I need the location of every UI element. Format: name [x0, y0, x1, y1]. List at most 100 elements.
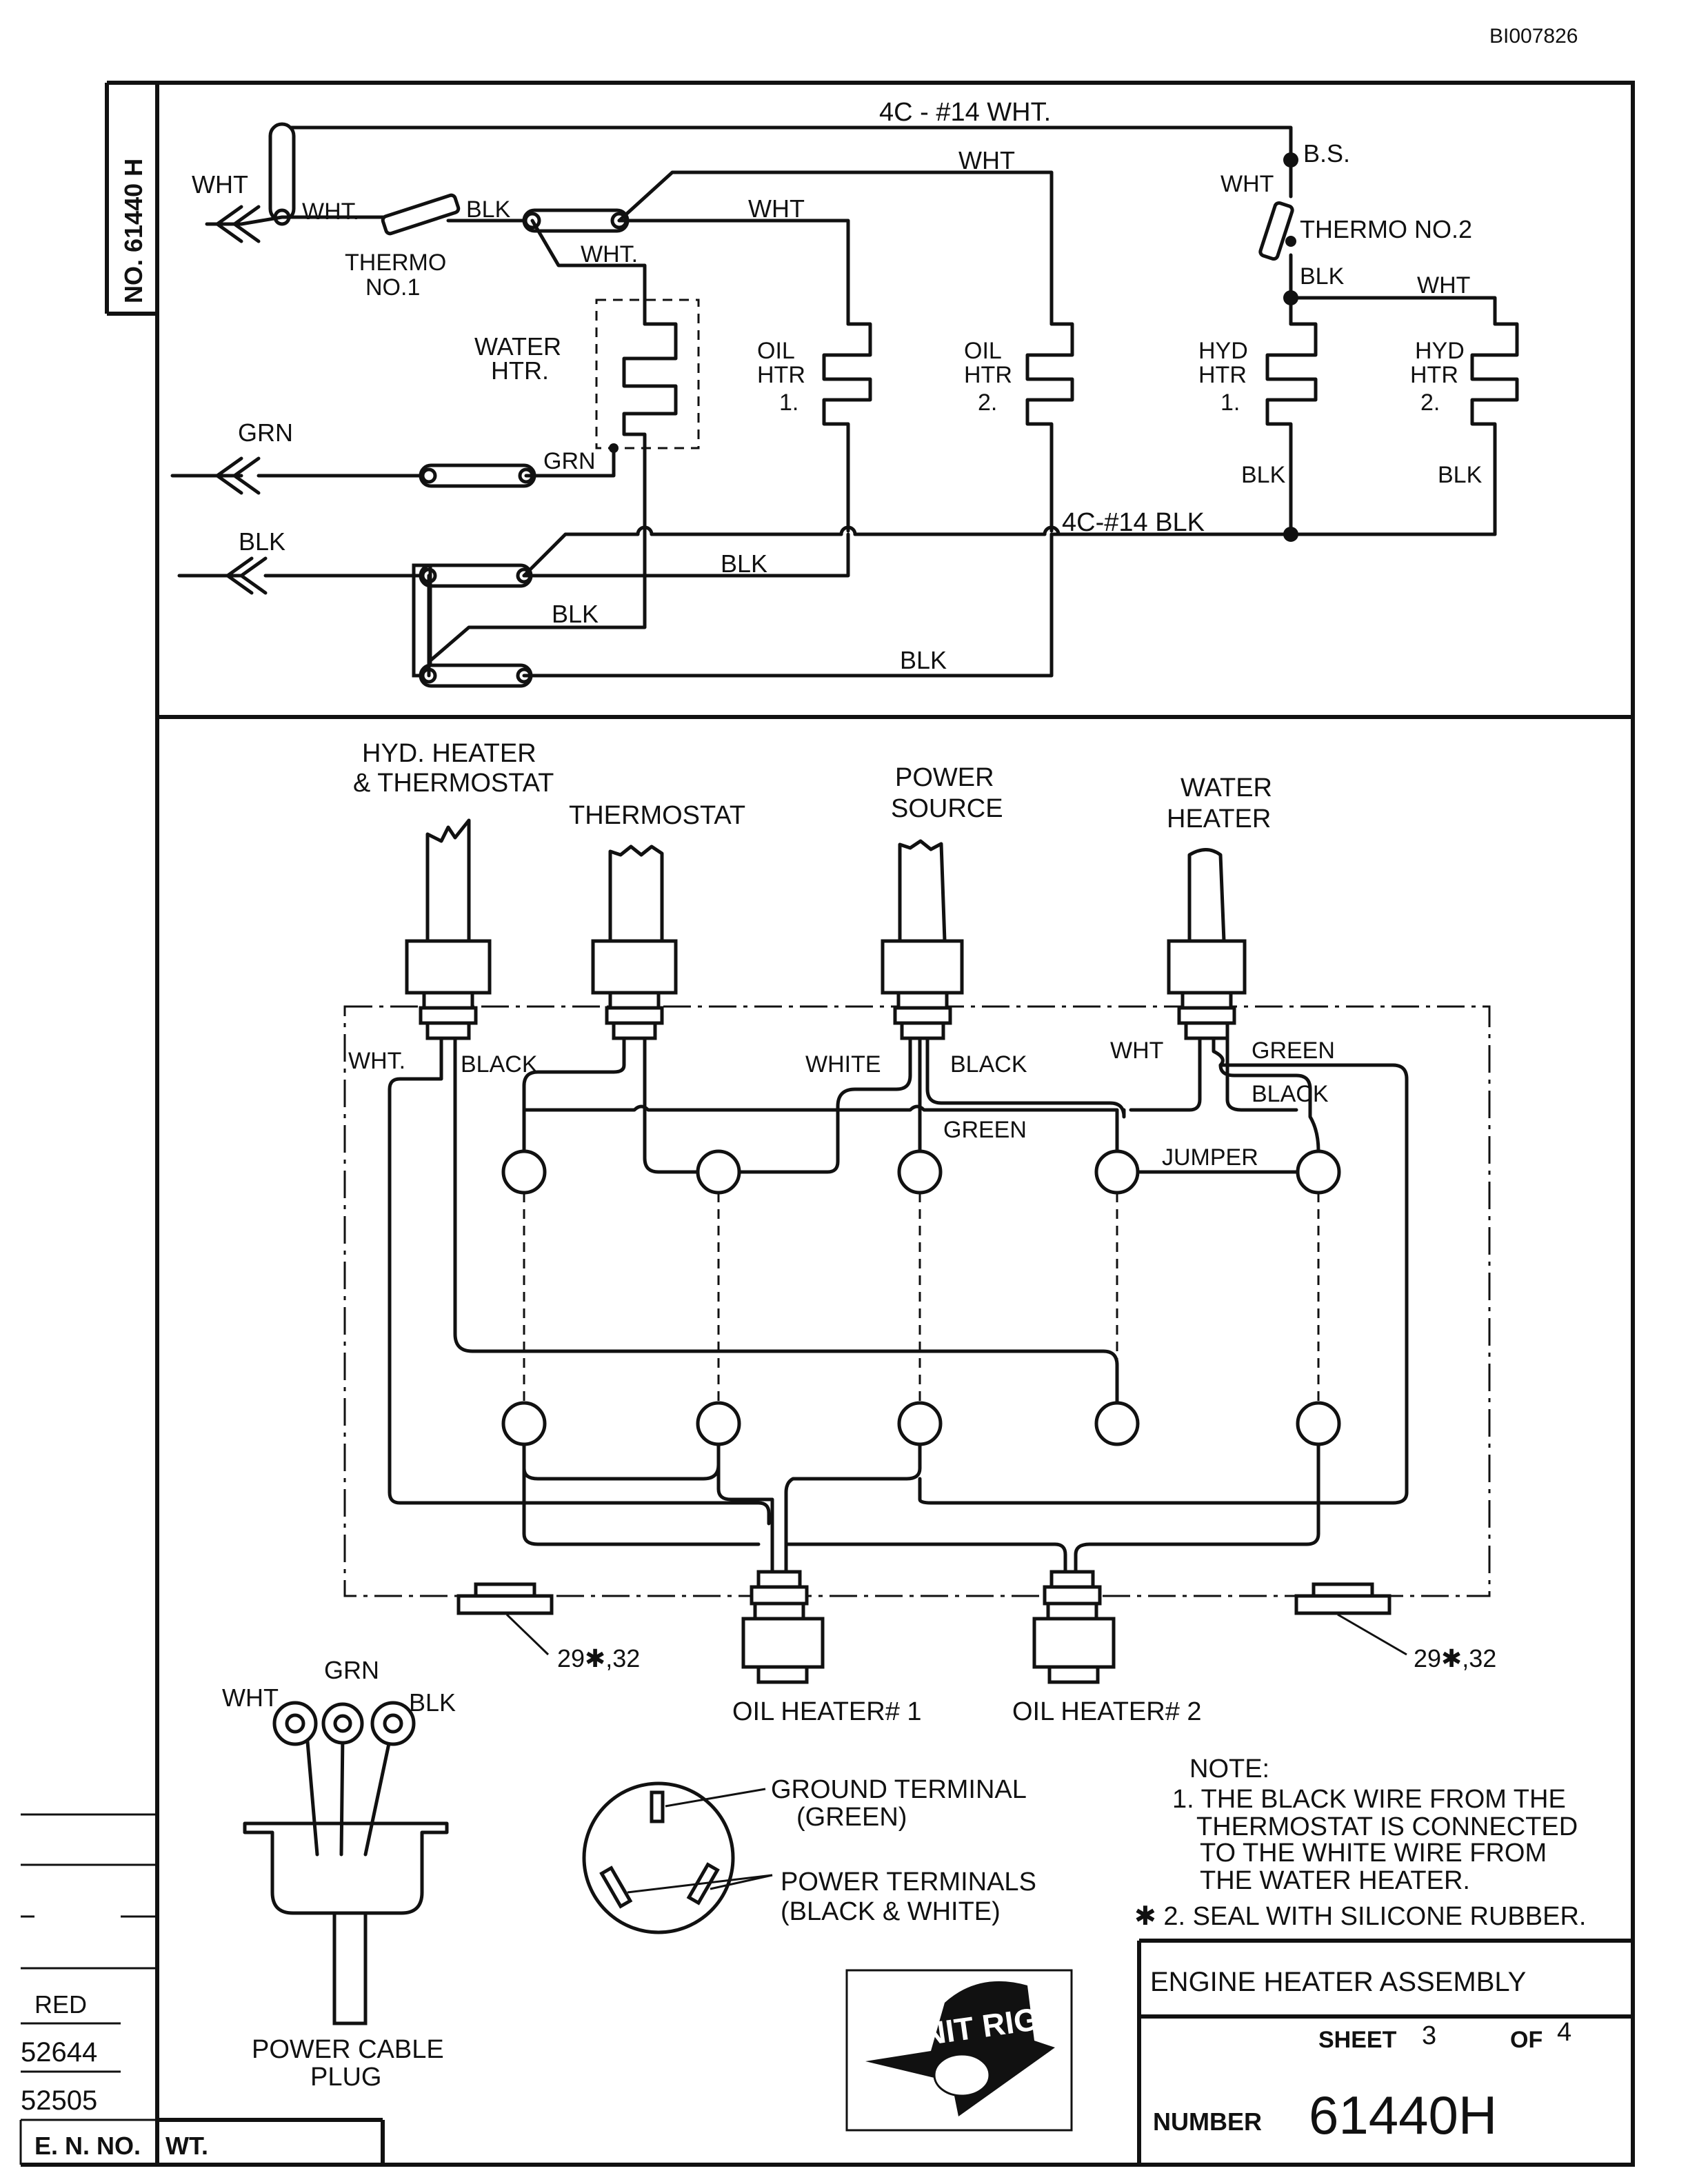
blk-mid-label: BLK	[721, 549, 767, 578]
ref-left-label: 29✱,32	[557, 1644, 640, 1672]
thermo1-number: NO.1	[365, 274, 420, 301]
wht-to-water: WHT.	[581, 241, 638, 267]
hyd-htr2-label: HYD	[1415, 338, 1465, 364]
thermo1-label: THERMO	[345, 250, 446, 276]
oil-heater-1-label: OIL HEATER# 1	[732, 1697, 922, 1726]
drawing-title: ENGINE HEATER ASSEMBLY	[1150, 1967, 1526, 1997]
receptacle: GROUND TERMINAL (GREEN) POWER TERMINALS …	[582, 1775, 1036, 1934]
plug-blk: BLK	[409, 1688, 456, 1717]
number-label: NUMBER	[1153, 2107, 1262, 2136]
blk-hyd2: BLK	[1438, 462, 1483, 488]
grn-input-label: GRN	[238, 418, 293, 447]
wht-input-label: WHT	[192, 170, 248, 199]
blk-thermo2: BLK	[1300, 263, 1345, 290]
hyd-htr1-label-2: HTR	[1198, 362, 1247, 388]
power-source-connector	[881, 839, 964, 1040]
wiring-schematic: 4C - #14 WHT. WHT WHT. THERMO NO.1 BLK W…	[170, 98, 1519, 688]
of-number: 4	[1557, 2018, 1571, 2047]
sheet-label: SHEET	[1318, 2027, 1397, 2053]
wht-top-right: WHT	[958, 146, 1015, 174]
of-label: OF	[1510, 2027, 1543, 2053]
note-line: THE WATER HEATER.	[1200, 1866, 1470, 1895]
sheet-number: 3	[1422, 2021, 1436, 2050]
ground-terminal-label: GROUND TERMINAL	[771, 1775, 1027, 1804]
hyd-heater-label-2: & THERMOSTAT	[353, 769, 554, 798]
plug-wht: WHT	[222, 1684, 279, 1712]
power-cable-plug: WHT GRN BLK POWER CABLE PLUG	[222, 1656, 456, 2092]
doc-code: BI007826	[1489, 25, 1578, 48]
hyd-htr1-label: HYD	[1198, 338, 1248, 364]
note-line: 1. THE BLACK WIRE FROM THE	[1172, 1785, 1566, 1814]
oil-htr1-label-3: 1.	[779, 390, 798, 416]
wht-to-oil1: WHT	[748, 194, 805, 223]
rev-en-label: E. N. NO.	[34, 2132, 141, 2160]
ref-right-label: 29✱,32	[1414, 1644, 1496, 1672]
power-source-label-2: SOURCE	[891, 794, 1003, 823]
unit-rig-logo: UNIT RIG	[845, 1969, 1073, 2132]
thermo2-label: THERMO NO.2	[1300, 215, 1472, 243]
drawing-frame	[105, 81, 1635, 2167]
plug-grn: GRN	[324, 1656, 379, 1684]
power-source-label: POWER	[895, 763, 994, 792]
hyd-htr1-label-3: 1.	[1220, 390, 1240, 416]
water-heater-label-2: HEATER	[1167, 805, 1271, 833]
blk-hyd1: BLK	[1241, 462, 1286, 488]
hyd-htr2-label-3: 2.	[1420, 390, 1440, 416]
oil-htr1-label-2: HTR	[757, 362, 805, 388]
plug-caption-2: PLUG	[310, 2063, 381, 2092]
white-mid-label: WHITE	[805, 1051, 881, 1078]
oil-heater-2-label: OIL HEATER# 2	[1012, 1697, 1202, 1726]
note: NOTE: 1. THE BLACK WIRE FROM THE THERMOS…	[1134, 1755, 1586, 1931]
green-right-label: GREEN	[1252, 1038, 1335, 1064]
title-block: ENGINE HEATER ASSEMBLY SHEET 3 OF 4 NUMB…	[1137, 1939, 1633, 2165]
note-line: ✱ 2. SEAL WITH SILICONE RUBBER.	[1134, 1902, 1586, 1931]
wht-after-plug: WHT.	[302, 199, 359, 225]
note-line: TO THE WHITE WIRE FROM	[1200, 1839, 1547, 1868]
oil-heater-2-connector	[1032, 1570, 1116, 1684]
side-number: NO. 61440 H	[119, 159, 148, 303]
rev-wt-label: WT.	[165, 2132, 208, 2160]
rev-red: RED	[34, 1990, 87, 2019]
top-wire-label: 4C - #14 WHT.	[879, 98, 1051, 127]
drawing-number: 61440H	[1309, 2085, 1497, 2145]
green-mid-label: GREEN	[943, 1117, 1027, 1143]
water-heater-label: WATER	[1180, 774, 1272, 802]
water-heater-connector	[1167, 848, 1247, 1040]
note-line: THERMOSTAT IS CONNECTED	[1196, 1812, 1578, 1841]
oil-htr1-label: OIL	[757, 338, 795, 364]
thermostat-connector	[591, 845, 678, 1040]
hyd-heater-label: HYD. HEATER	[362, 739, 536, 768]
black-left-label: BLACK	[461, 1051, 538, 1078]
wht-left-label: WHT.	[348, 1048, 405, 1074]
blk-after-thermo: BLK	[466, 196, 511, 223]
blk-input-label: BLK	[239, 527, 285, 556]
thermostat-label: THERMOSTAT	[569, 801, 745, 830]
bottom-wire-label: 4C-#14 BLK	[1062, 508, 1205, 537]
note-title: NOTE:	[1189, 1755, 1269, 1783]
plug-caption: POWER CABLE	[252, 2035, 444, 2064]
wht-hyd2: WHT	[1417, 272, 1470, 299]
power-terminals-label-2: (BLACK & WHITE)	[781, 1897, 1001, 1926]
hyd-htr2-label-2: HTR	[1410, 362, 1458, 388]
grn-water-label: GRN	[543, 448, 596, 474]
wht-bs-label: WHT	[1220, 171, 1274, 197]
rev-en2: 52505	[21, 2085, 97, 2116]
hyd-heater-connector	[405, 818, 492, 1040]
oil-htr2-label-3: 2.	[978, 390, 997, 416]
revision-block: RED 52644 52505 E. N. NO. WT.	[19, 1813, 385, 2167]
power-terminals-label: POWER TERMINALS	[781, 1868, 1036, 1897]
blk-low-label: BLK	[552, 600, 599, 628]
water-htr-label: WATER	[474, 332, 561, 361]
water-htr-label-2: HTR.	[491, 356, 549, 385]
wht-right-label: WHT	[1110, 1038, 1163, 1064]
oil-heater-1-connector	[741, 1570, 825, 1684]
rev-en1: 52644	[21, 2037, 97, 2067]
black-right-label: BLACK	[1252, 1081, 1329, 1107]
assembly-view: HYD. HEATER & THERMOSTAT THERMOSTAT POWE…	[343, 739, 1496, 1726]
black-mid-label: BLACK	[950, 1051, 1027, 1078]
oil-htr2-label: OIL	[964, 338, 1002, 364]
bs-label: B.S.	[1303, 139, 1350, 168]
jumper-label: JUMPER	[1162, 1144, 1258, 1171]
oil-htr2-label-2: HTR	[964, 362, 1012, 388]
